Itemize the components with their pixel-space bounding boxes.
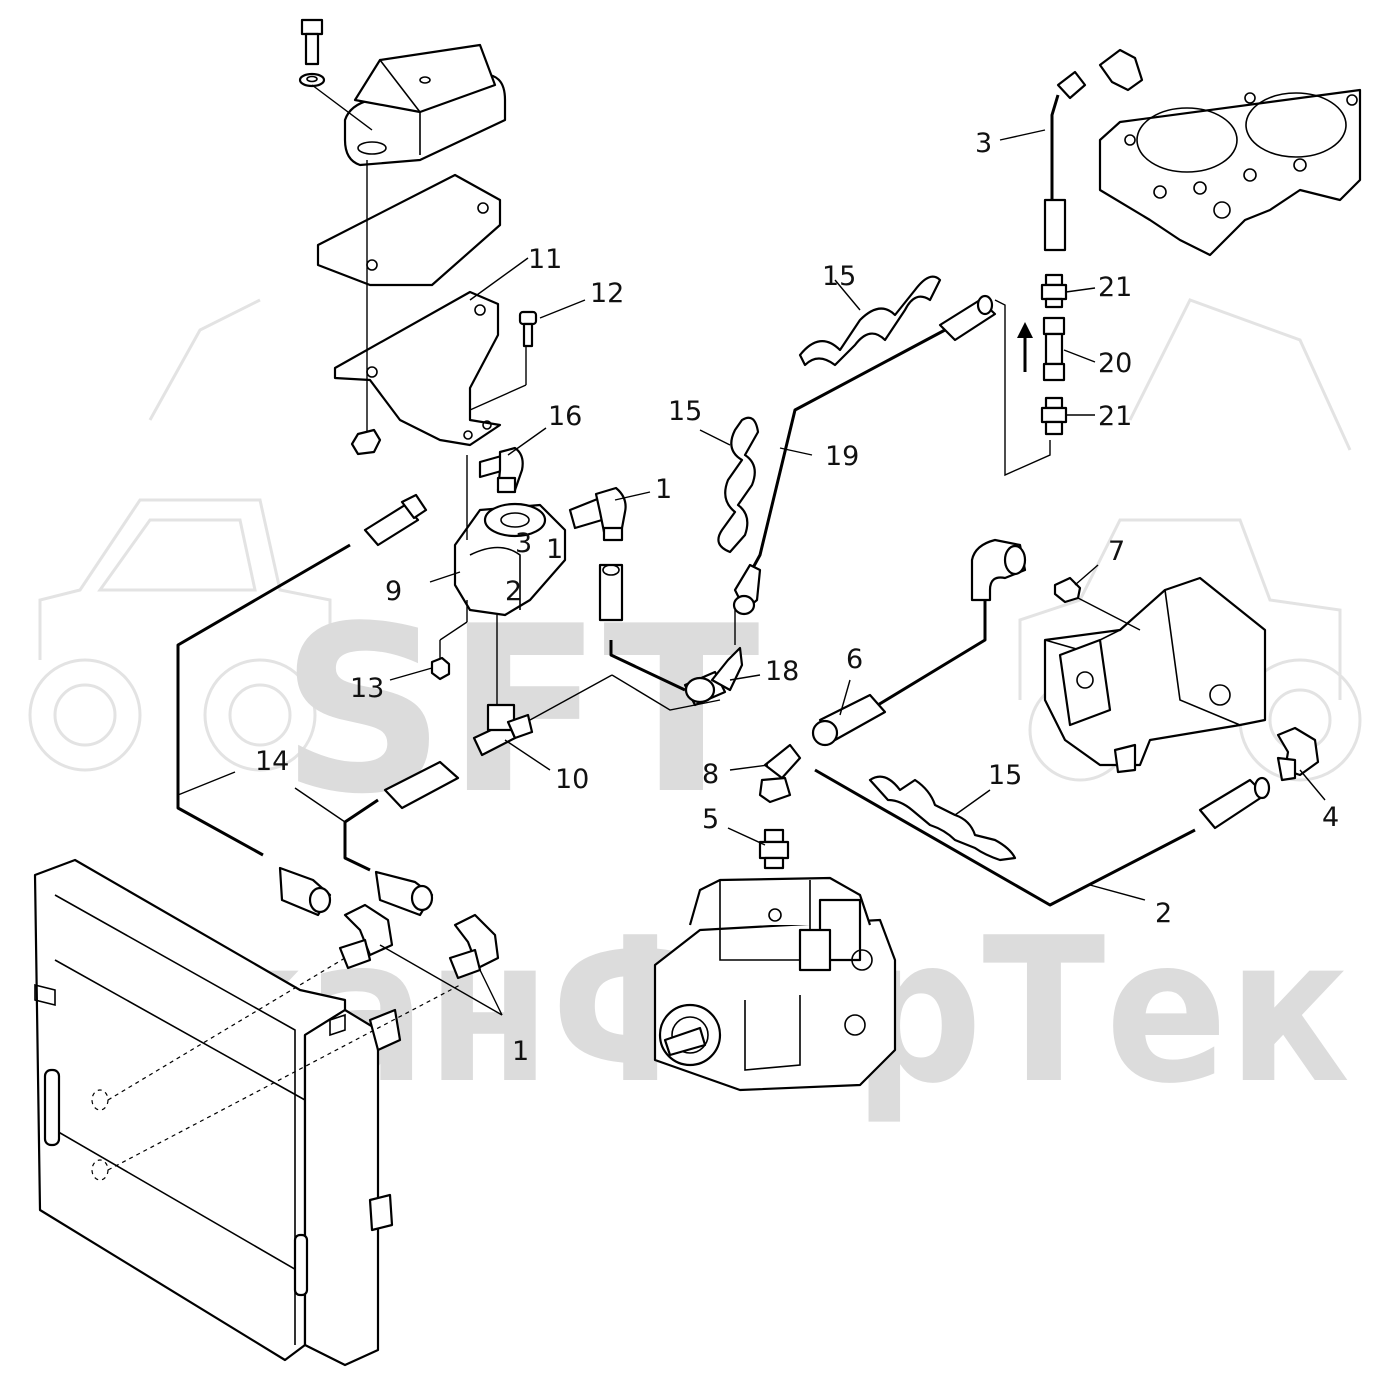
- callout-15-lower: 15: [988, 760, 1022, 791]
- callout-11: 11: [528, 244, 562, 275]
- fitting-7: [1053, 576, 1082, 604]
- watermark-logo: SFT: [280, 578, 760, 845]
- callout-15-upper: 15: [822, 261, 856, 292]
- mount-nut: [350, 428, 382, 456]
- callout-20: 20: [1098, 348, 1132, 379]
- tee-fitting-10: [472, 703, 534, 757]
- callout-7: 7: [1108, 536, 1125, 567]
- mount-shim-plate: [316, 173, 502, 287]
- callout-21-upper: 21: [1098, 272, 1132, 303]
- hydraulic-pump: [653, 876, 897, 1092]
- callout-18: 18: [765, 656, 799, 687]
- radiator-hose-14: [176, 493, 460, 917]
- callout-1-upper: 1: [655, 474, 672, 505]
- adapter-21-lower: [1040, 396, 1068, 436]
- check-valve-20: [1042, 316, 1066, 382]
- watermark-tractor-left: [28, 298, 332, 772]
- radiator: [33, 858, 461, 1367]
- protective-spring-lower: [868, 775, 1017, 862]
- leader-lines: [177, 129, 1326, 1016]
- elbow-fitting-1-upper: [568, 486, 627, 542]
- mount-bracket: [333, 290, 502, 447]
- elbow-fitting-16: [478, 446, 524, 494]
- thermostatic-valve-block: 3 1 2: [453, 502, 567, 617]
- adapter-21-upper: [1040, 273, 1068, 309]
- callout-15-middle: 15: [668, 396, 702, 427]
- callout-8: 8: [702, 759, 719, 790]
- rubber-mount-cushion: [343, 43, 507, 167]
- valve-port-label-1: 1: [546, 534, 563, 565]
- hose-19: [732, 294, 997, 645]
- callout-13: 13: [350, 673, 384, 704]
- valve-port-label-3: 3: [515, 528, 532, 559]
- elbow-fitting-1-radiator-right: [448, 913, 500, 980]
- callout-12: 12: [590, 278, 624, 309]
- elbow-fitting-4: [1276, 726, 1320, 782]
- arrow-up-icon: [1017, 322, 1033, 372]
- valve-port-label-2: 2: [505, 576, 522, 607]
- engine-mount-assembly: [298, 18, 538, 456]
- elbow-fitting-1-radiator-left: [338, 903, 394, 970]
- mount-bolt: [298, 18, 326, 88]
- bracket-bolt: [518, 310, 538, 348]
- callout-3: 3: [975, 128, 992, 159]
- callout-21-lower: 21: [1098, 401, 1132, 432]
- callout-16: 16: [548, 401, 582, 432]
- callout-10: 10: [555, 764, 589, 795]
- callout-1-radiator: 1: [512, 1036, 529, 1067]
- callout-labels: 11 12 16 1 9 13 10 14 1 15 15 15 19 18 6…: [255, 128, 1339, 1067]
- callout-19: 19: [825, 441, 859, 472]
- elbow-fitting-8: [758, 743, 802, 804]
- callout-14: 14: [255, 746, 289, 777]
- callout-4: 4: [1322, 802, 1339, 833]
- valve-nut: [430, 656, 451, 681]
- callout-5: 5: [702, 804, 719, 835]
- engine-block: [1098, 88, 1362, 257]
- adapter-5: [758, 828, 790, 870]
- hose-6: [811, 538, 1027, 747]
- protective-spring-middle: [717, 416, 760, 554]
- hose-2: [814, 768, 1271, 907]
- hose-3: [1043, 48, 1144, 252]
- hydraulic-motor: [1043, 576, 1267, 774]
- callout-6: 6: [846, 644, 863, 675]
- callout-9: 9: [385, 576, 402, 607]
- callout-2: 2: [1155, 898, 1172, 929]
- protective-spring-upper: [798, 275, 942, 367]
